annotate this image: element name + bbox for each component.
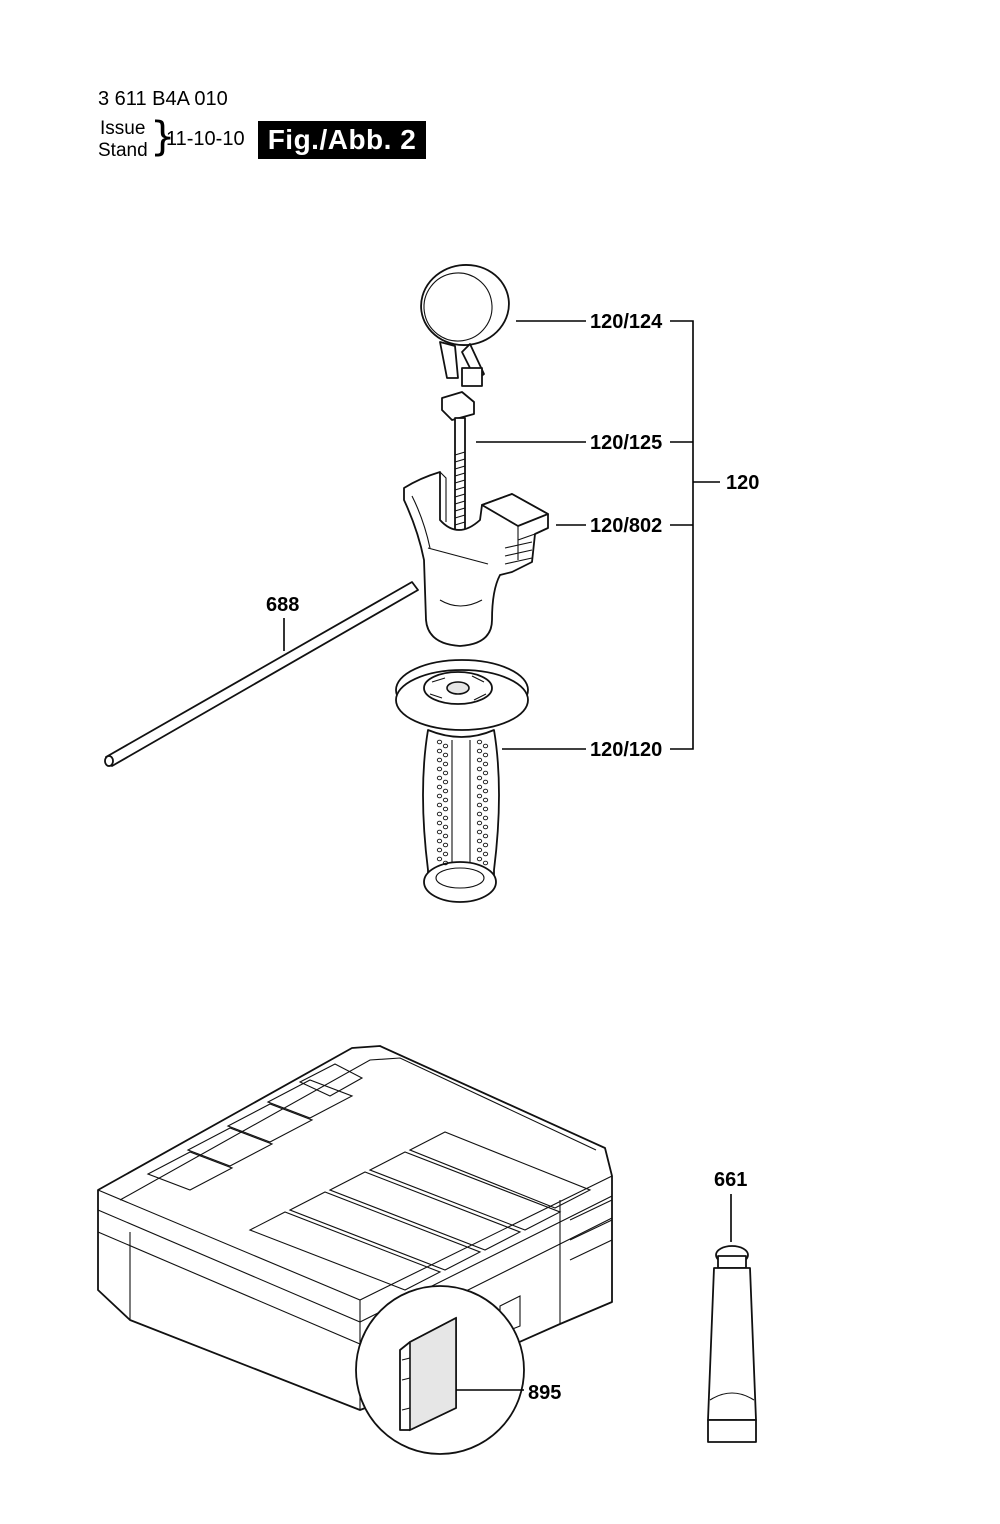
stand-label: Stand <box>98 140 148 161</box>
callout-895: 895 <box>528 1382 561 1404</box>
carrying-case <box>97 1045 613 1411</box>
callout-120-802: 120/802 <box>590 515 662 537</box>
issue-date: 11-10-10 <box>166 128 245 150</box>
grip-texture <box>436 739 489 866</box>
callout-688: 688 <box>266 594 299 616</box>
callout-120-124: 120/124 <box>590 311 663 333</box>
threaded-bolt <box>441 391 475 531</box>
document-number: 3 611 B4A 010 <box>98 88 228 110</box>
figure-title: Fig./Abb. 2 <box>258 121 426 159</box>
callout-120: 120 <box>726 472 759 494</box>
callout-661: 661 <box>714 1169 747 1191</box>
clamping-strap <box>420 264 510 387</box>
callout-120-125: 120/125 <box>590 432 662 454</box>
grease-tube <box>707 1245 757 1443</box>
callout-120-120: 120/120 <box>590 739 662 761</box>
leader-lines <box>283 320 732 1391</box>
handle-grip <box>395 659 529 903</box>
label-plate-detail <box>355 1285 525 1455</box>
depth-stop-rod <box>104 581 419 767</box>
issue-label: Issue <box>100 118 146 139</box>
brace-symbol: } <box>150 114 176 160</box>
handle-housing <box>403 471 549 647</box>
